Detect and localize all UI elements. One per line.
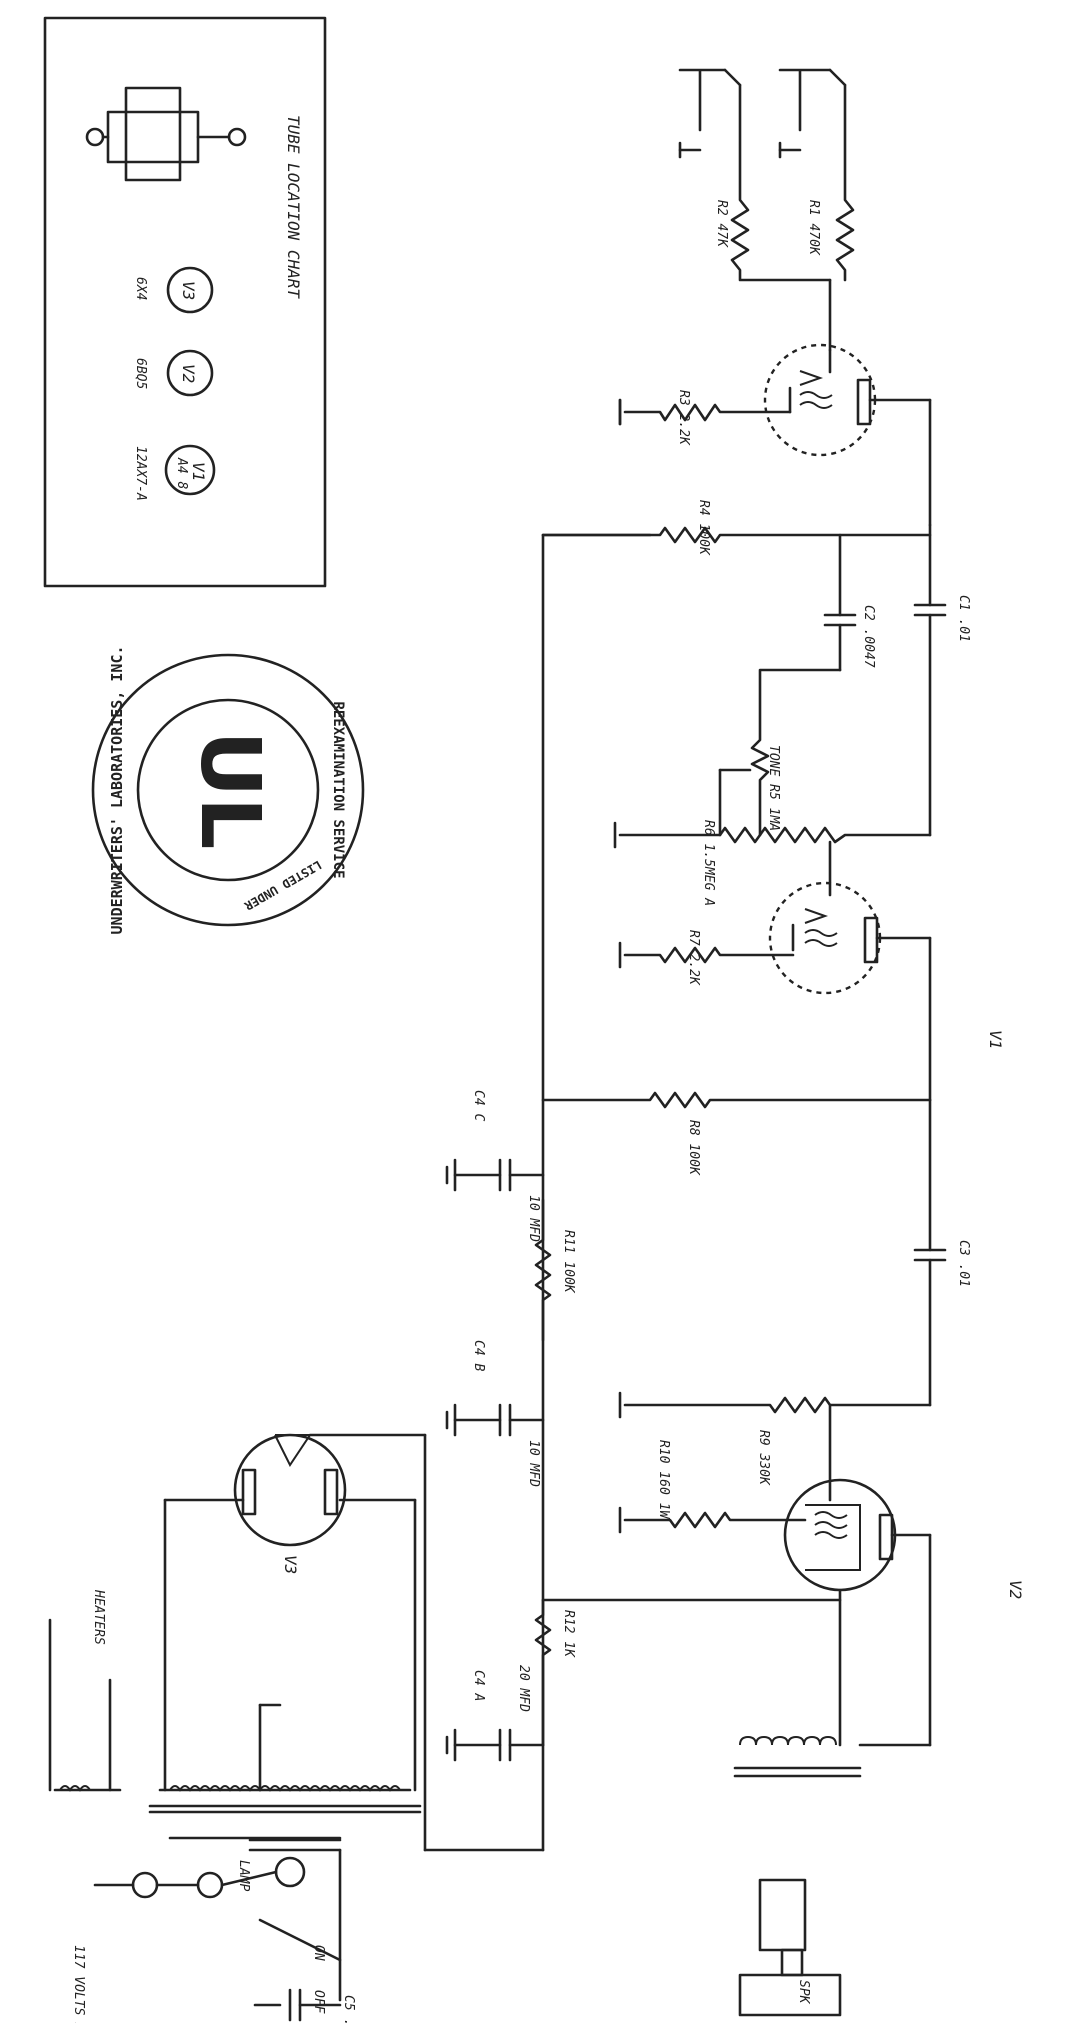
tube-id: V1 (189, 462, 208, 481)
capacitor-c3: C3 .01 (913, 1098, 971, 1407)
seal-text-top: UNDERWRITERS' LABORATORIES, INC. (108, 646, 126, 935)
label-r4: R4 100K (696, 500, 711, 556)
label-r2: R2 47K (714, 200, 729, 248)
resistor-r12: R12 1K (534, 1598, 842, 1747)
tube-sub: A4 8 (174, 457, 189, 489)
label-c4b-value: 10 MFD (526, 1440, 541, 1487)
capacitor-c5: C5 .05 (253, 1988, 356, 2023)
label-switch-on: ON (311, 1945, 326, 1961)
capacitor-c4a: C4 A 20 MFD (453, 1665, 545, 1762)
label-heaters: HEATERS (91, 1589, 106, 1645)
label-line: 117 VOLTS A.C. 60C. (71, 1945, 86, 2023)
resistor-r10: R10 160 1W (618, 1440, 807, 1534)
seal-text-mid: REEXAMINATION SERVICE (330, 701, 346, 878)
label-r5: TONE R5 1MA (766, 745, 781, 831)
label-c4c-value: 10 MFD (526, 1195, 541, 1242)
tube-v2 (783, 1478, 932, 1747)
label-c5: C5 .05 (341, 1995, 356, 2023)
capacitor-c2: C2 .0047 (823, 533, 876, 672)
resistor-r9: R9 330K (618, 1391, 932, 1502)
tube-location-chart: TUBE LOCATION CHART V3 6X4 V2 6BQ5 V1 A4… (43, 16, 327, 588)
label-c2: C2 .0047 (861, 605, 876, 668)
resistor-r4: R4 100K (541, 500, 932, 556)
label-r3: R3 2.2K (676, 390, 691, 446)
label-r10: R10 160 1W (656, 1440, 671, 1519)
output-jack-1 (678, 68, 742, 159)
output-jack-2 (778, 68, 847, 159)
tube-v1-section-b (768, 881, 932, 1102)
transformer-icon (85, 86, 247, 182)
label-c4a-value: 20 MFD (516, 1665, 531, 1712)
tube-socket-v1: V1 A4 8 12AX7-A (133, 444, 216, 501)
label-speaker: SPK (796, 1980, 811, 2005)
label-c4a: C4 A (471, 1670, 486, 1701)
tag-v1: V1 (986, 1030, 1005, 1049)
tag-v2: V2 (1006, 1580, 1025, 1599)
label-c4c: C4 C (471, 1090, 486, 1121)
tube-type: 6BQ5 (133, 358, 148, 389)
seal-center-ul: UL (182, 731, 277, 850)
speaker: SPK (738, 1878, 842, 2017)
output-transformer (733, 1735, 932, 1778)
tube-type: 12AX7-A (133, 446, 148, 501)
tube-id: V3 (179, 281, 198, 300)
label-r12: R12 1K (561, 1610, 576, 1658)
resistor-r11: R11 100K (534, 1198, 576, 1342)
resistor-r8: R8 100K (541, 1091, 932, 1176)
capacitor-c4c: C4 C 10 MFD (453, 1090, 545, 1242)
chart-title: TUBE LOCATION CHART (284, 115, 303, 299)
resistor-r1: R1 470K (806, 83, 855, 352)
label-c4b: C4 B (471, 1340, 486, 1371)
label-c3: C3 .01 (956, 1240, 971, 1287)
line-input: LAMP 117 VOLTS A.C. 60C. ON OFF (71, 1838, 342, 2023)
capacitor-c1: C1 .01 (913, 523, 971, 837)
tube-v3-rectifier: V3 (233, 1433, 545, 1852)
label-r8: R8 100K (686, 1120, 701, 1176)
b-plus-rail (541, 533, 652, 1747)
tube-v1-section-a (763, 343, 932, 527)
tube-type: 6X4 (133, 277, 148, 300)
seal-text-bottom: LISTED UNDER (241, 858, 324, 914)
label-v3: V3 (281, 1555, 300, 1574)
capacitor-c4b: C4 B 10 MFD (453, 1340, 545, 1487)
label-switch-off: OFF (311, 1990, 326, 2015)
power-transformer (53, 1498, 422, 1840)
label-r7: R7 2.2K (686, 930, 701, 986)
label-r6: R6 1.5MEG A (701, 820, 716, 906)
ul-seal-logo: UNDERWRITERS' LABORATORIES, INC. REEXAMI… (91, 646, 365, 935)
tube-socket-v3: V3 6X4 (133, 266, 214, 314)
tube-socket-v2: V2 6BQ5 (133, 349, 214, 397)
heater-winding: HEATERS (48, 1589, 112, 1792)
label-lamp: LAMP (236, 1860, 251, 1891)
label-c1: C1 .01 (956, 595, 971, 642)
resistor-r2: R2 47K (714, 83, 832, 282)
potentiometer-r6: R6 1.5MEG A (613, 820, 932, 906)
label-r9: R9 330K (756, 1430, 771, 1486)
ground-symbols (445, 398, 622, 1755)
label-r1: R1 470K (806, 200, 821, 256)
label-r11: R11 100K (561, 1230, 576, 1294)
potentiometer-r5: TONE R5 1MA (718, 668, 842, 837)
resistor-r7: R7 2.2K (618, 930, 795, 986)
tube-id: V2 (179, 364, 198, 383)
